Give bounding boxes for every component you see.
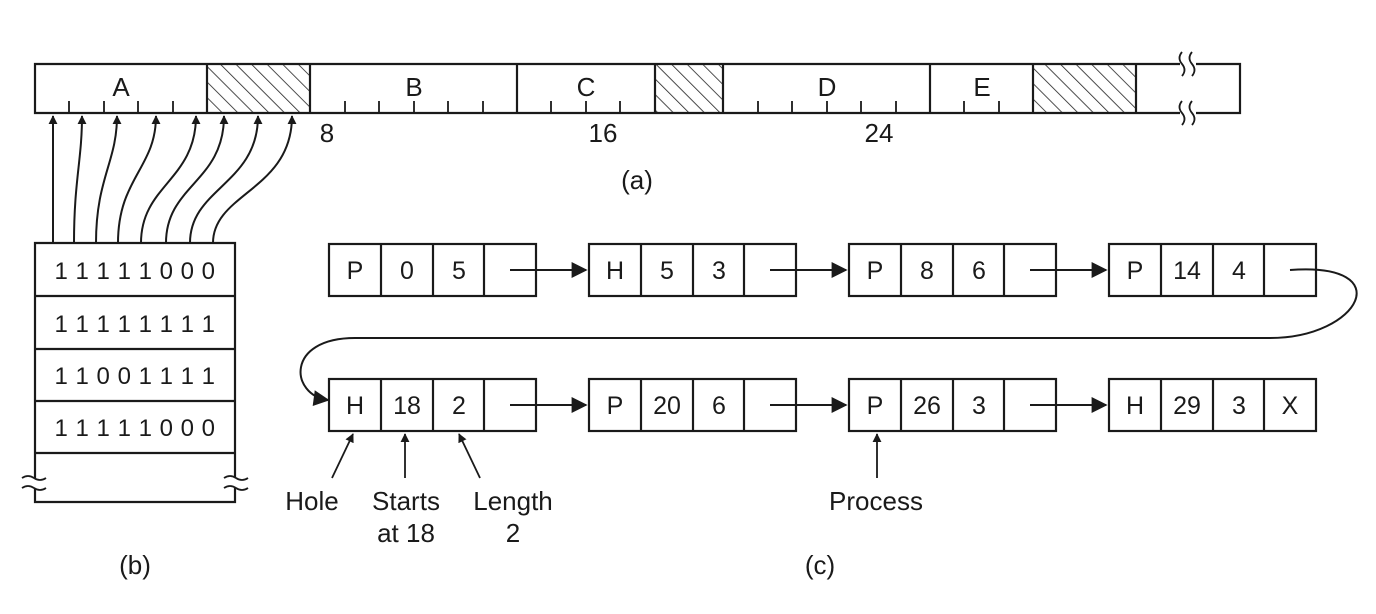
node-type: H bbox=[346, 392, 364, 420]
list-node: P 26 3 bbox=[847, 377, 1058, 433]
node-start: 26 bbox=[913, 392, 941, 420]
annotation-process: Process bbox=[829, 486, 923, 516]
annotation-length: Length bbox=[473, 486, 553, 516]
node-length: 4 bbox=[1232, 257, 1246, 285]
caption-a: (a) bbox=[621, 165, 653, 195]
node-type: P bbox=[347, 257, 364, 285]
caption-b: (b) bbox=[119, 550, 151, 580]
node-length: 3 bbox=[1232, 392, 1246, 420]
node-type: P bbox=[867, 257, 884, 285]
bitmap-row-1: 1 1 1 1 1 0 0 0 bbox=[55, 258, 216, 285]
node-type: H bbox=[1126, 392, 1144, 420]
node-start: 5 bbox=[660, 257, 674, 285]
node-start: 14 bbox=[1173, 257, 1201, 285]
node-next: X bbox=[1282, 392, 1299, 420]
annotation-length-value: 2 bbox=[506, 518, 520, 548]
annotation-hole: Hole bbox=[285, 486, 338, 516]
node-start: 20 bbox=[653, 392, 681, 420]
break-mark-icon bbox=[1178, 51, 1196, 126]
hole-region bbox=[207, 64, 310, 113]
linked-list: P 0 5 H 5 3 P 8 6 bbox=[285, 242, 1358, 580]
node-length: 3 bbox=[712, 257, 726, 285]
bitmap-arrows bbox=[48, 115, 297, 244]
node-length: 6 bbox=[712, 392, 726, 420]
node-type: P bbox=[867, 392, 884, 420]
list-node: H 29 3 X bbox=[1107, 377, 1318, 433]
node-type: H bbox=[606, 257, 624, 285]
hole-region bbox=[655, 64, 723, 113]
segment-dividers bbox=[205, 64, 1138, 113]
caption-c: (c) bbox=[805, 550, 835, 580]
memory-bar-outline bbox=[33, 62, 1242, 115]
list-node: P 20 6 bbox=[587, 377, 798, 433]
node-length: 5 bbox=[452, 257, 466, 285]
bitmap-row-3: 1 1 0 0 1 1 1 1 bbox=[55, 363, 216, 390]
segment-label-b: B bbox=[405, 72, 422, 102]
node-start: 18 bbox=[393, 392, 421, 420]
segment-label-c: C bbox=[577, 72, 596, 102]
node-length: 3 bbox=[972, 392, 986, 420]
node-type: P bbox=[607, 392, 624, 420]
bitmap-row-4: 1 1 1 1 1 0 0 0 bbox=[55, 415, 216, 442]
list-node: H 5 3 bbox=[587, 242, 798, 298]
node-start: 29 bbox=[1173, 392, 1201, 420]
segment-label-a: A bbox=[112, 72, 130, 102]
tick-number-8: 8 bbox=[320, 118, 334, 148]
list-link-arrows bbox=[299, 262, 1358, 413]
unit-ticks bbox=[68, 101, 1000, 113]
node-type: P bbox=[1127, 257, 1144, 285]
tick-number-24: 24 bbox=[865, 118, 894, 148]
list-node: H 18 2 bbox=[327, 377, 538, 433]
list-node: P 8 6 bbox=[847, 242, 1058, 298]
break-mark-icon bbox=[21, 475, 249, 491]
annotation-starts: Starts bbox=[372, 486, 440, 516]
bitmap-outline bbox=[33, 241, 237, 504]
segment-label-d: D bbox=[818, 72, 837, 102]
memory-bar: A B C D E 8 16 24 (a) bbox=[33, 51, 1242, 195]
bitmap-row-2: 1 1 1 1 1 1 1 1 bbox=[55, 311, 216, 338]
node-start: 8 bbox=[920, 257, 934, 285]
node-start: 0 bbox=[400, 257, 414, 285]
segment-label-e: E bbox=[973, 72, 990, 102]
node-length: 6 bbox=[972, 257, 986, 285]
annotation-starts-value: at 18 bbox=[377, 518, 435, 548]
bitmap-table: 1 1 1 1 1 0 0 0 1 1 1 1 1 1 1 1 1 1 0 0 … bbox=[21, 241, 249, 580]
list-node: P 0 5 bbox=[327, 242, 538, 298]
node-length: 2 bbox=[452, 392, 466, 420]
annotation-pointers bbox=[331, 433, 882, 479]
hole-region bbox=[1033, 64, 1136, 113]
list-node: P 14 4 bbox=[1107, 242, 1318, 298]
tick-number-16: 16 bbox=[589, 118, 618, 148]
